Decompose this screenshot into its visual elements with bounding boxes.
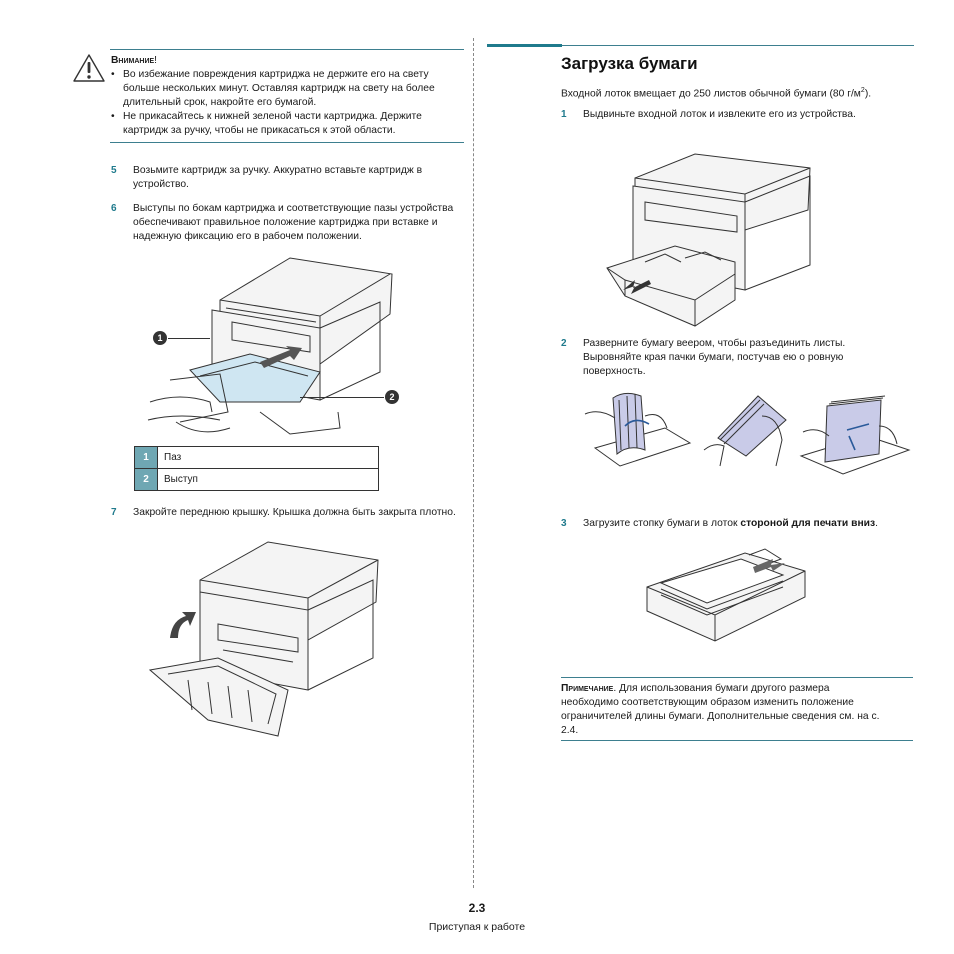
page-number: 2.3 <box>468 901 486 915</box>
callout-2-leader <box>300 397 384 398</box>
step-text: Закройте переднюю крышку. Крышка должна … <box>133 507 456 518</box>
note-text: . Для использования бумаги другого разме… <box>561 683 880 736</box>
step-number: 1 <box>561 109 567 120</box>
note-block: Примечание. Для использования бумаги дру… <box>561 682 883 738</box>
fan-paper-illustration-3 <box>799 395 911 475</box>
right-step-3: 3 Загрузите стопку бумаги в лоток сторон… <box>561 517 911 531</box>
legend-row: 1 Паз <box>134 446 379 469</box>
warning-bullet-text: Не прикасайтесь к нижней зеленой части к… <box>123 111 422 136</box>
warning-bullet: •Во избежание повреждения картриджа не д… <box>111 68 465 110</box>
callout-2: 2 <box>385 390 399 404</box>
intro-before: Входной лоток вмещает до 250 листов обыч… <box>561 88 861 100</box>
step-number: 2 <box>561 338 567 349</box>
intro-text: Входной лоток вмещает до 250 листов обыч… <box>561 84 911 101</box>
callout-1-leader <box>168 338 210 339</box>
step-text: Выдвиньте входной лоток и извлеките его … <box>583 109 856 120</box>
warning-block: Внимание! •Во избежание повреждения карт… <box>111 54 465 138</box>
legend-label: Выступ <box>157 468 379 491</box>
fan-paper-illustration-1 <box>584 392 692 467</box>
warning-bullet-text: Во избежание повреждения картриджа не де… <box>123 69 435 108</box>
intro-sup: 2 <box>860 87 865 94</box>
legend-label: Паз <box>157 446 379 469</box>
step-text: Разверните бумагу веером, чтобы разъедин… <box>583 338 846 377</box>
close-cover-illustration <box>148 541 379 737</box>
section-heading: Загрузка бумаги <box>561 54 698 73</box>
heading-rule <box>562 45 914 46</box>
warning-title: Внимание <box>111 55 155 66</box>
warning-icon <box>73 54 105 82</box>
step-number: 6 <box>111 203 117 214</box>
step-5: 5 Возьмите картридж за ручку. Аккуратно … <box>111 164 451 192</box>
legend-table: 1 Паз 2 Выступ <box>134 446 379 491</box>
warning-bullet: •Не прикасайтесь к нижней зеленой части … <box>111 110 465 138</box>
column-divider <box>473 38 474 888</box>
legend-number: 2 <box>134 468 158 491</box>
right-step-1: 1 Выдвиньте входной лоток и извлеките ег… <box>561 108 911 122</box>
tray-remove-illustration <box>606 153 811 327</box>
step-number: 5 <box>111 165 117 176</box>
step-number: 3 <box>561 518 567 529</box>
heading-accent-bar <box>487 44 562 47</box>
warning-top-rule <box>110 49 464 50</box>
step-text-bold: стороной для печати вниз <box>740 518 876 529</box>
legend-row: 2 Выступ <box>134 468 379 491</box>
step-6: 6 Выступы по бокам картриджа и соответст… <box>111 202 456 244</box>
note-bottom-rule <box>561 740 913 741</box>
warning-bottom-rule <box>110 142 464 143</box>
tray-load-illustration <box>646 548 806 642</box>
fan-paper-illustration-2 <box>703 395 787 467</box>
callout-1: 1 <box>153 331 167 345</box>
step-text: Возьмите картридж за ручку. Аккуратно вс… <box>133 165 423 190</box>
warning-title-suffix: ! <box>154 55 158 66</box>
step-text-end: . <box>875 518 878 529</box>
right-step-2: 2 Разверните бумагу веером, чтобы разъед… <box>561 337 906 379</box>
legend-number: 1 <box>134 446 158 469</box>
note-title: Примечание <box>561 683 614 694</box>
note-top-rule <box>561 677 913 678</box>
cartridge-insert-illustration <box>147 257 393 435</box>
step-text: Выступы по бокам картриджа и соответству… <box>133 203 454 242</box>
step-7: 7 Закройте переднюю крышку. Крышка должн… <box>111 506 456 520</box>
step-text: Загрузите стопку бумаги в лоток <box>583 518 741 529</box>
step-number: 7 <box>111 507 117 518</box>
intro-after: ). <box>864 88 872 100</box>
footer-section: Приступая к работе <box>428 921 526 933</box>
